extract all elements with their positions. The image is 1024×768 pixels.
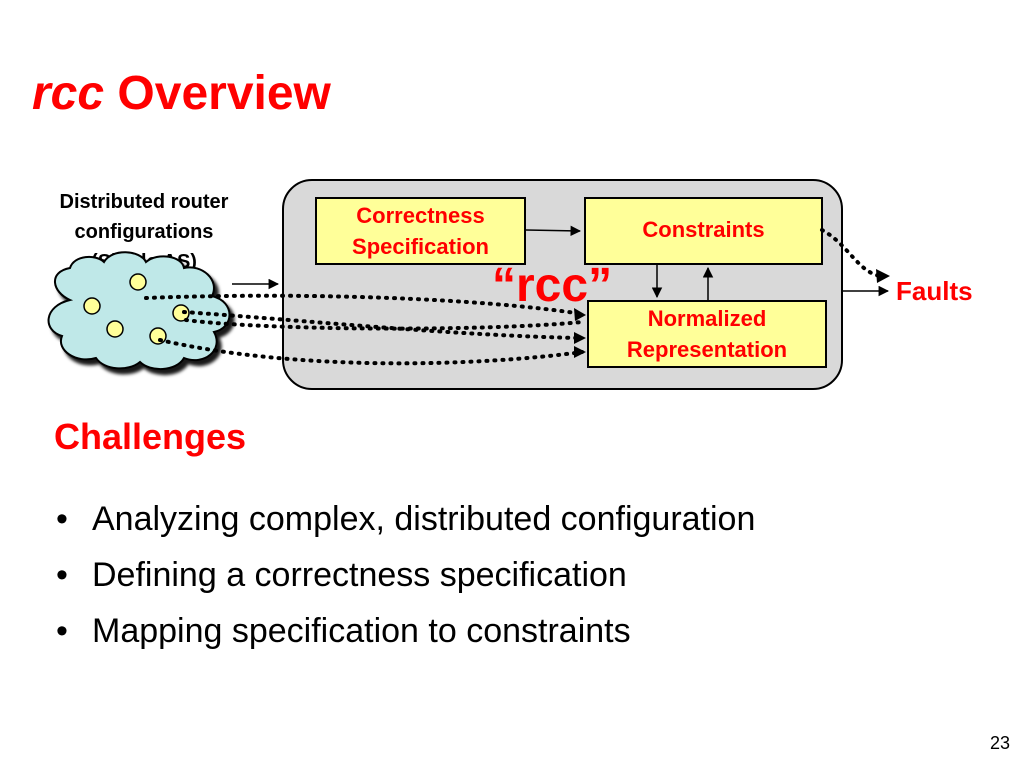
bullet-icon: • <box>56 612 68 650</box>
title-italic: rcc <box>32 67 105 120</box>
spec-to-constraints-arrow <box>525 225 582 237</box>
constraints-box: Constraints <box>584 197 823 265</box>
faults-label: Faults <box>896 276 973 306</box>
dotted-flow <box>144 293 584 316</box>
dotted-flow-to-faults <box>820 228 882 278</box>
list-item-text: Analyzing complex, distributed configura… <box>92 500 756 538</box>
list-item-text: Defining a correctness specification <box>92 556 627 594</box>
title-rest: Overview <box>104 67 331 120</box>
router-node <box>106 320 124 338</box>
flow-arrowhead <box>574 346 586 358</box>
slide-title: rcc Overview <box>32 66 331 121</box>
router-node <box>172 304 190 322</box>
dotted-flow <box>158 338 584 366</box>
list-item: • Mapping specification to constraints <box>56 607 755 663</box>
router-node <box>149 327 167 345</box>
router-cloud <box>47 251 231 370</box>
router-node <box>83 297 101 315</box>
flow-arrowhead <box>574 332 586 344</box>
list-item: • Analyzing complex, distributed configur… <box>56 495 755 551</box>
challenges-heading: Challenges <box>54 416 247 457</box>
list-item-text: Mapping specification to constraints <box>92 612 631 650</box>
bullet-icon: • <box>56 500 68 538</box>
normalized-representation-box: Normalized Representation <box>587 300 827 368</box>
box-line: Normalized <box>647 306 767 331</box>
page-number: 23 <box>989 733 1010 753</box>
router-node <box>129 273 147 291</box>
box-line: Correctness <box>356 203 485 228</box>
flow-arrowhead <box>876 269 890 283</box>
rcc-system-label: “rcc” <box>492 259 613 312</box>
bullet-icon: • <box>56 556 68 594</box>
source-label-line: Distributed router <box>59 191 229 213</box>
challenges-list: • Analyzing complex, distributed configur… <box>56 495 755 663</box>
box-line: Specification <box>352 234 489 259</box>
correctness-specification-box: Correctness Specification <box>315 197 526 265</box>
box-line: Constraints <box>642 217 765 242</box>
box-line: Representation <box>626 337 788 362</box>
source-label-line: configurations <box>74 221 214 243</box>
dotted-flow <box>182 310 584 340</box>
list-item: • Defining a correctness specification <box>56 551 755 607</box>
flow-arrowhead <box>574 308 586 321</box>
